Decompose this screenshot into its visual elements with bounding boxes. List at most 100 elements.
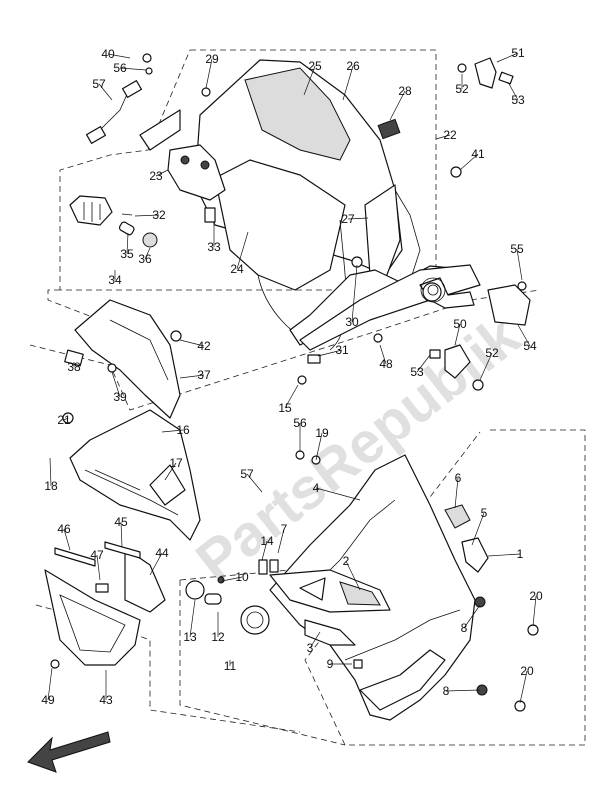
leader-line xyxy=(161,429,184,433)
mounting-stay xyxy=(299,264,481,351)
leader-line xyxy=(149,552,163,576)
callout-label: 50 xyxy=(453,317,467,331)
leader-line xyxy=(342,65,354,101)
callout-label: 22 xyxy=(443,128,457,142)
callout-label: 8 xyxy=(461,621,468,635)
callout-label: 26 xyxy=(346,59,360,73)
leader-line xyxy=(126,232,129,255)
left-bottom-panel xyxy=(44,541,166,669)
leader-line xyxy=(63,417,69,421)
callout-label: 16 xyxy=(176,423,190,437)
leader-lines xyxy=(47,52,537,704)
callout-label: 37 xyxy=(197,368,211,382)
leader-line xyxy=(120,521,123,548)
leader-line xyxy=(155,169,169,177)
leader-line xyxy=(164,462,177,481)
leader-line xyxy=(236,231,249,270)
leader-line xyxy=(454,477,459,509)
leader-line xyxy=(315,432,323,461)
leader-line xyxy=(205,58,213,89)
callout-label: 53 xyxy=(511,93,525,107)
leader-line xyxy=(435,134,451,140)
leader-line xyxy=(379,344,387,365)
leader-line xyxy=(63,528,71,551)
callout-label: 7 xyxy=(281,522,288,536)
relay-assembly xyxy=(69,53,158,248)
leader-line xyxy=(49,457,52,487)
leader-line xyxy=(98,83,113,101)
callout-label: 56 xyxy=(113,61,127,75)
callout-label: 2 xyxy=(343,554,350,568)
callout-label: 48 xyxy=(379,357,393,371)
leader-line xyxy=(389,90,406,121)
fasteners xyxy=(201,87,383,669)
callout-label: 44 xyxy=(155,546,169,560)
leader-line xyxy=(246,473,263,493)
callout-labels: 1234567889101112131415161718192020212223… xyxy=(41,46,543,707)
leader-line xyxy=(479,352,493,381)
leader-line xyxy=(119,67,147,71)
leader-line xyxy=(347,217,369,220)
callout-label: 38 xyxy=(67,360,81,374)
callout-label: 34 xyxy=(108,273,122,287)
callout-label: 25 xyxy=(308,59,322,73)
leader-line xyxy=(111,371,121,398)
callout-label: 42 xyxy=(197,339,211,353)
leader-line xyxy=(303,65,316,96)
callout-label: 33 xyxy=(207,240,221,254)
leader-line xyxy=(134,214,160,217)
meter-housing xyxy=(194,59,453,351)
leader-line xyxy=(96,554,101,581)
callout-label: 56 xyxy=(293,416,307,430)
leader-line xyxy=(309,631,321,649)
callout-label: 55 xyxy=(510,242,524,256)
callout-label: 14 xyxy=(260,534,274,548)
leader-line xyxy=(519,670,528,704)
side-bracket xyxy=(139,109,226,223)
leader-line xyxy=(315,487,361,501)
inner-cowl-parts xyxy=(258,559,391,613)
leader-line xyxy=(261,540,268,561)
callout-label: 24 xyxy=(230,262,244,276)
callout-label: 1 xyxy=(517,547,524,561)
leader-line xyxy=(532,595,537,627)
callout-label: 54 xyxy=(523,339,537,353)
callout-label: 23 xyxy=(149,169,163,183)
leader-line xyxy=(179,339,205,347)
callout-label: 53 xyxy=(410,365,424,379)
callout-label: 12 xyxy=(211,630,225,644)
callout-label: 29 xyxy=(205,52,219,66)
leader-line xyxy=(516,248,523,281)
callout-label: 52 xyxy=(455,82,469,96)
light-socket xyxy=(185,576,270,635)
leader-line xyxy=(345,560,361,591)
callout-label: 11 xyxy=(224,659,237,673)
leader-line xyxy=(471,512,485,546)
callout-label: 41 xyxy=(471,147,485,161)
callout-label: 19 xyxy=(315,426,329,440)
leader-line xyxy=(284,384,299,409)
leader-line xyxy=(351,264,358,323)
callout-label: 45 xyxy=(114,515,128,529)
callout-label: 15 xyxy=(278,401,292,415)
leader-line xyxy=(416,354,431,373)
callout-label: 20 xyxy=(520,664,534,678)
leader-line xyxy=(277,528,285,554)
leader-line xyxy=(47,667,53,701)
callout-label: 31 xyxy=(335,343,349,357)
left-cowl xyxy=(62,409,201,541)
leader-line xyxy=(459,153,479,171)
callout-label: 40 xyxy=(101,47,115,61)
left-inner-panel xyxy=(64,299,182,419)
callout-label: 39 xyxy=(113,390,127,404)
arrow-front-icon xyxy=(27,731,111,773)
leader-line xyxy=(445,689,481,692)
callout-label: 9 xyxy=(327,657,334,671)
callout-label: 57 xyxy=(240,467,254,481)
right-mount-bracket xyxy=(429,57,531,391)
callout-label: 17 xyxy=(169,456,183,470)
callout-label: 30 xyxy=(345,315,359,329)
callout-label: 5 xyxy=(481,506,488,520)
callout-label: 32 xyxy=(152,208,166,222)
